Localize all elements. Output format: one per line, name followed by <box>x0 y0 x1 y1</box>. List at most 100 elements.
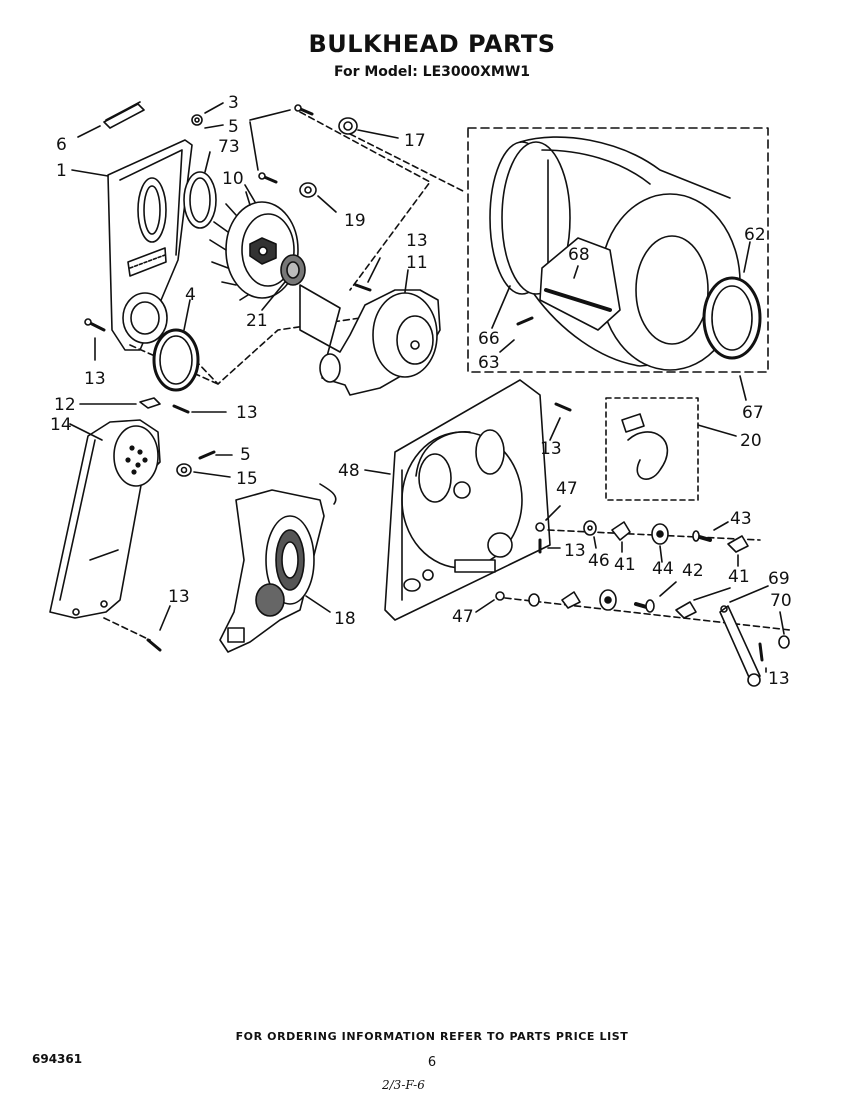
part-41-clip-c <box>561 591 581 609</box>
leader-3 <box>204 102 224 114</box>
leader-47b <box>475 599 495 613</box>
callout-13-d: 13 <box>168 587 190 607</box>
callout-15: 15 <box>236 469 258 489</box>
leader-21 <box>261 281 286 311</box>
part-13-screw-mid-left <box>172 404 190 414</box>
leader-17 <box>357 129 399 139</box>
leader-47a <box>545 505 561 521</box>
handwritten-code: 2/3-F-6 <box>382 1078 425 1092</box>
callout-5-top: 5 <box>228 117 239 137</box>
leader-67 <box>739 375 747 401</box>
dashed-guide-5 <box>103 617 151 641</box>
part-4-seal-ring <box>152 328 200 392</box>
leader-1 <box>71 169 109 177</box>
dashed-guide-2 <box>349 133 466 193</box>
callout-18: 18 <box>334 609 356 629</box>
leader-10 <box>244 184 256 203</box>
leader-66 <box>491 285 511 329</box>
part-14-idler-arm <box>49 419 161 619</box>
part-13-screw-low <box>146 638 162 652</box>
leader-44 <box>659 545 663 563</box>
leader-68 <box>573 265 579 279</box>
leader-5a <box>204 124 224 129</box>
part-11-blower-housing <box>299 284 441 396</box>
leader-13e <box>549 417 561 441</box>
callout-47-b: 47 <box>452 607 474 627</box>
callout-11: 11 <box>406 253 428 273</box>
leader-62 <box>743 241 751 273</box>
part-13-screw-left <box>84 318 106 332</box>
callout-42: 42 <box>682 561 704 581</box>
leader-43 <box>713 521 729 531</box>
leader-46 <box>593 536 597 549</box>
callout-14: 14 <box>50 415 72 435</box>
part-20-kit-box <box>605 397 699 501</box>
dashed-guide-7 <box>504 597 791 631</box>
part-46-bearing <box>583 520 597 536</box>
leader-18 <box>305 595 331 613</box>
part-18-bracket <box>219 483 337 653</box>
part-69-link <box>719 605 761 687</box>
leader-6 <box>77 125 101 138</box>
callout-17: 17 <box>404 131 426 151</box>
callout-10: 10 <box>222 169 244 189</box>
callout-19: 19 <box>344 211 366 231</box>
part-17-washer <box>338 117 358 135</box>
callout-13-f: 13 <box>564 541 586 561</box>
callout-13-c: 13 <box>236 403 258 423</box>
part-66-drum <box>489 136 741 371</box>
part-6-bracket <box>103 101 145 129</box>
leader-13d <box>159 605 171 631</box>
callout-labels: 3 5 6 73 17 1 10 19 13 11 4 21 13 12 13 … <box>50 93 792 689</box>
leader-42 <box>659 581 677 597</box>
callout-73: 73 <box>218 137 240 157</box>
part-42-pin <box>634 599 655 613</box>
callout-13-e: 13 <box>540 439 562 459</box>
leader-5b <box>249 109 291 121</box>
part-44-washer-a <box>651 523 669 545</box>
part-41-clip-a <box>611 521 631 541</box>
callout-20: 20 <box>740 431 762 451</box>
part-13-screw-link <box>758 642 764 662</box>
callout-13-a: 13 <box>406 231 428 251</box>
leader-5c <box>249 121 259 171</box>
part-70-bushing <box>778 635 790 649</box>
callout-69: 69 <box>768 569 790 589</box>
callout-41-b: 41 <box>728 567 750 587</box>
leader-13a <box>367 257 381 283</box>
part-13-screw-upper <box>354 283 372 292</box>
page-number: 6 <box>427 1055 437 1070</box>
part-21-nut <box>280 254 306 286</box>
ordering-note: FOR ORDERING INFORMATION REFER TO PARTS … <box>235 1030 629 1043</box>
callout-5-b: 5 <box>240 445 251 465</box>
part-5-screw-idler <box>198 450 216 460</box>
leader-48 <box>364 469 391 475</box>
callout-70: 70 <box>770 591 792 611</box>
document-number: 694361 <box>32 1052 83 1066</box>
callout-44: 44 <box>652 559 674 579</box>
part-67-drum-box <box>467 127 769 373</box>
callout-67: 67 <box>742 403 764 423</box>
leader-19 <box>317 195 337 213</box>
part-41-clip-d <box>675 601 697 619</box>
leader-69 <box>729 585 769 603</box>
leader-41c <box>693 587 731 601</box>
part-73-seal <box>183 171 217 229</box>
part-41-clip-b <box>727 535 749 553</box>
callout-48: 48 <box>338 461 360 481</box>
part-47-ball-lower <box>495 591 505 601</box>
leader-11 <box>404 269 409 293</box>
part-48-bulkhead <box>384 379 551 621</box>
part-10-impeller <box>209 191 299 301</box>
part-15-nut <box>176 463 192 477</box>
part-68-baffle <box>539 237 621 331</box>
callout-47-a: 47 <box>556 479 578 499</box>
part-44-washer-b <box>599 589 617 611</box>
leader-73 <box>204 151 211 173</box>
part-62-drum-seal <box>702 276 762 360</box>
part-46-bearing-b <box>528 593 540 607</box>
leader-70 <box>779 611 785 635</box>
callout-63: 63 <box>478 353 500 373</box>
callout-21: 21 <box>246 311 268 331</box>
callout-43: 43 <box>730 509 752 529</box>
